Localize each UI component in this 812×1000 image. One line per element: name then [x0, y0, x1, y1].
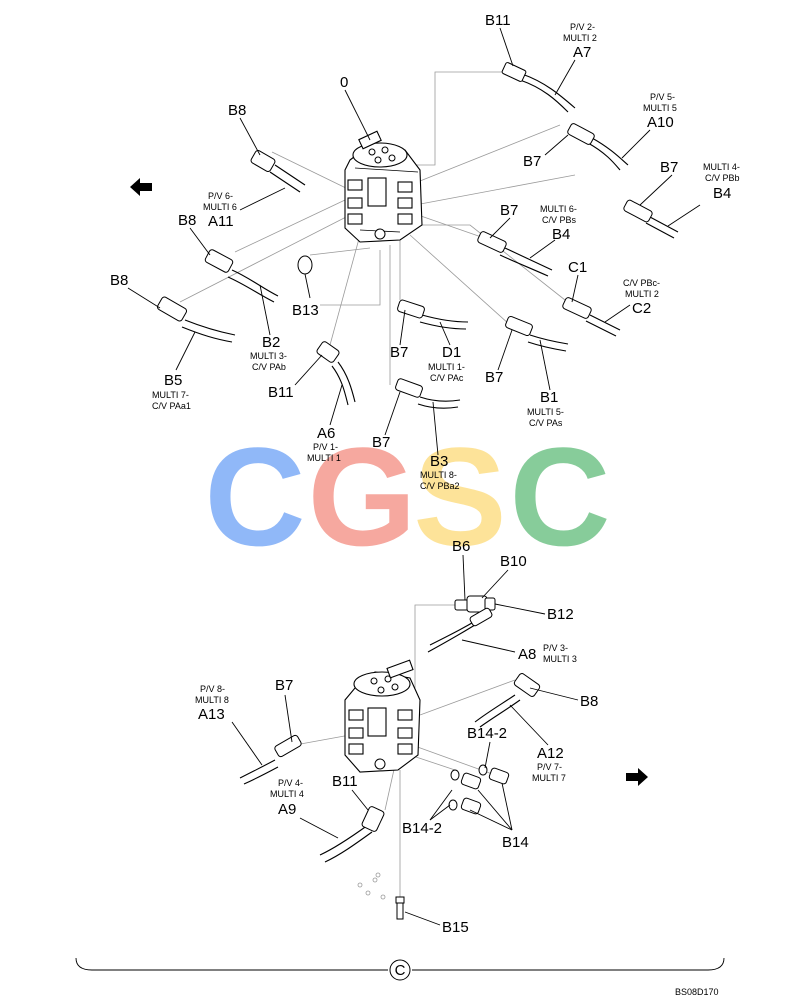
watermark-letter-2: G — [308, 418, 417, 575]
label-b7-c: B7 — [500, 202, 518, 219]
note-a7-2: MULTI 2 — [563, 33, 597, 43]
upper-control-valve — [344, 130, 423, 243]
label-b7-d: B7 — [390, 344, 408, 361]
label-a13: A13 — [198, 706, 225, 723]
label-a10: A10 — [647, 114, 674, 131]
label-b8-a: B8 — [228, 102, 246, 119]
note-b3-1: MULTI 8- — [420, 470, 457, 480]
label-upper-valve: 0 — [340, 74, 348, 91]
watermark: C G S C — [204, 418, 610, 575]
note-a11-2: MULTI 6 — [203, 202, 237, 212]
view-bracket: C — [75, 957, 725, 981]
watermark-letter-1: C — [204, 418, 305, 575]
label-b11-low: B11 — [332, 773, 358, 790]
direction-arrows — [130, 178, 648, 786]
label-b8-d: B8 — [580, 693, 598, 710]
note-a9-1: P/V 4- — [278, 778, 303, 788]
note-c2-1: C/V PBc- — [623, 278, 660, 288]
label-d1: D1 — [442, 344, 461, 361]
label-b12: B12 — [547, 606, 574, 623]
note-a12-2: MULTI 7 — [532, 773, 566, 783]
note-d1-1: MULTI 1- — [428, 362, 465, 372]
note-a7-1: P/V 2- — [570, 22, 595, 32]
note-a8-2: MULTI 3 — [543, 654, 577, 664]
label-b8-c: B8 — [110, 272, 128, 289]
label-c1: C1 — [568, 259, 587, 276]
label-top-b11: B11 — [485, 12, 511, 29]
label-b7-a: B7 — [523, 153, 541, 170]
label-b8-b: B8 — [178, 212, 196, 229]
label-b7-g: B7 — [275, 677, 293, 694]
note-b2-2: C/V PAb — [252, 362, 286, 372]
label-b2: B2 — [262, 334, 280, 351]
note-a13-2: MULTI 8 — [195, 695, 229, 705]
label-b7-e: B7 — [485, 369, 503, 386]
label-a6: A6 — [317, 425, 335, 442]
label-b14: B14 — [502, 834, 529, 851]
label-a9: A9 — [278, 801, 296, 818]
label-b4-a: B4 — [713, 185, 731, 202]
upper-hoses — [156, 62, 679, 409]
note-b5-1: MULTI 7- — [152, 390, 189, 400]
note-a12-1: P/V 7- — [537, 762, 562, 772]
view-mark: C — [395, 962, 406, 979]
label-b10: B10 — [500, 553, 527, 570]
note-b2-1: MULTI 3- — [250, 351, 287, 361]
view-mark-circle — [389, 959, 411, 981]
note-a10-2: MULTI 5 — [643, 103, 677, 113]
label-b3: B3 — [430, 453, 448, 470]
label-a12: A12 — [537, 745, 564, 762]
label-b6: B6 — [452, 538, 470, 555]
label-b11-mid: B11 — [268, 384, 294, 401]
note-b4a-2: C/V PBb — [705, 173, 740, 183]
label-b7-f: B7 — [372, 434, 390, 451]
left-arrow-icon — [130, 178, 152, 196]
note-b4a-1: MULTI 4- — [703, 162, 740, 172]
note-b5-2: C/V PAa1 — [152, 401, 191, 411]
label-b13: B13 — [292, 302, 319, 319]
label-a11: A11 — [208, 213, 234, 230]
label-b1: B1 — [540, 389, 558, 406]
label-a8: A8 — [518, 646, 536, 663]
label-b5: B5 — [164, 372, 182, 389]
label-a7: A7 — [573, 44, 591, 61]
note-a6-2: MULTI 1 — [307, 453, 341, 463]
note-b4b-1: MULTI 6- — [540, 204, 577, 214]
note-a9-2: MULTI 4 — [270, 789, 304, 799]
leader-lines — [127, 27, 701, 926]
label-b14-2-a: B14-2 — [467, 725, 507, 742]
note-b1-2: C/V PAs — [529, 418, 563, 428]
figure-code: BS08D170 — [675, 987, 719, 997]
note-a13-1: P/V 8- — [200, 684, 225, 694]
note-b4b-2: C/V PBs — [542, 215, 577, 225]
hidden-lines — [179, 71, 576, 905]
note-d1-2: C/V PAc — [430, 373, 464, 383]
label-c2: C2 — [632, 300, 651, 317]
label-b15: B15 — [442, 919, 469, 936]
part-labels: 0 B11 P/V 2- MULTI 2 A7 B8 P/V 5- MULTI … — [110, 12, 740, 997]
note-a11-1: P/V 6- — [208, 191, 233, 201]
label-b7-b: B7 — [660, 159, 678, 176]
label-b14-2-b: B14-2 — [402, 820, 442, 837]
note-a6-1: P/V 1- — [313, 442, 338, 452]
watermark-letter-4: C — [509, 418, 610, 575]
right-arrow-icon — [626, 768, 648, 786]
note-a8-1: P/V 3- — [543, 643, 568, 653]
lower-control-valve — [344, 659, 421, 773]
watermark-letter-3: S — [413, 418, 506, 575]
lower-hoses — [239, 595, 541, 920]
label-b4-b: B4 — [552, 226, 570, 243]
note-c2-2: MULTI 2 — [625, 289, 659, 299]
note-b1-1: MULTI 5- — [527, 407, 564, 417]
note-a10-1: P/V 5- — [650, 92, 675, 102]
note-b3-2: C/V PBa2 — [420, 481, 460, 491]
